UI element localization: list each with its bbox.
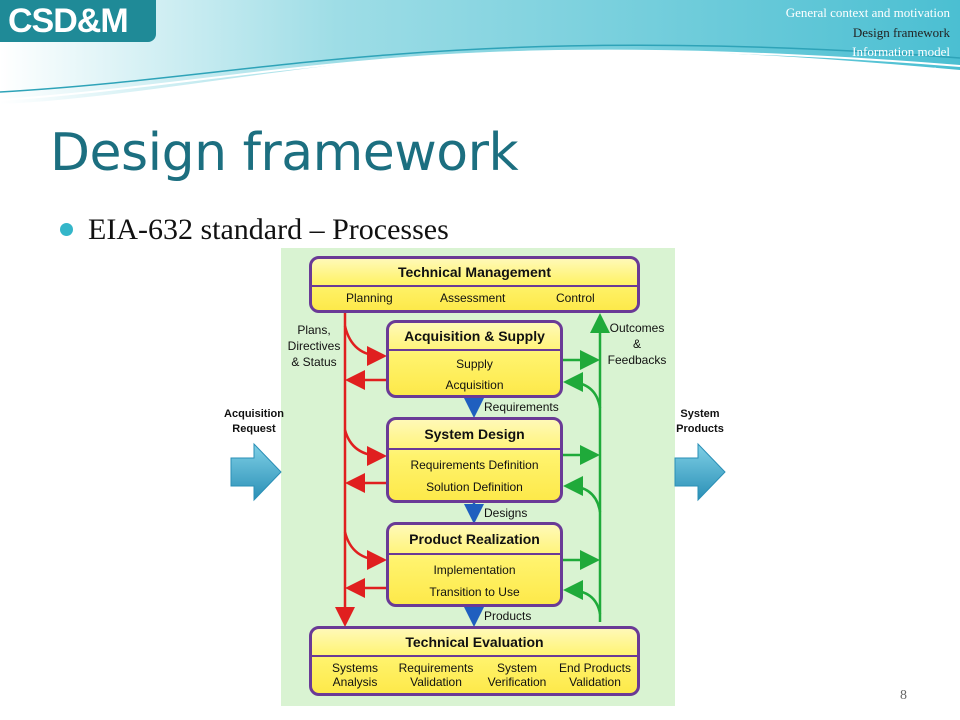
input-line1: Acquisition — [224, 408, 284, 420]
green-feedback-acq — [563, 372, 602, 409]
te-item-system-verification: System Verification — [482, 661, 552, 689]
red-arrow-pr — [343, 531, 387, 570]
acquisition-supply-title: Acquisition & Supply — [404, 328, 545, 344]
output-arrow — [674, 442, 726, 502]
tm-item-control: Control — [556, 291, 595, 305]
page-number: 8 — [900, 688, 907, 703]
technical-evaluation-title: Technical Evaluation — [405, 634, 544, 650]
box-divider — [312, 655, 637, 657]
nav-item-conclusion[interactable]: Conclusion — [890, 63, 950, 79]
flow-label-requirements: Requirements — [484, 400, 559, 414]
sd-item-requirements-definition: Requirements Definition — [410, 458, 539, 472]
box-divider — [389, 553, 560, 555]
flow-label-designs: Designs — [484, 506, 528, 520]
as-item-supply: Supply — [456, 357, 493, 371]
red-arrow-acq — [343, 325, 387, 366]
box-divider — [389, 448, 560, 450]
pr-item-transition-to-use: Transition to Use — [429, 585, 520, 599]
input-arrow — [230, 442, 282, 502]
te-item-line2: Validation — [410, 675, 462, 689]
sd-item-solution-definition: Solution Definition — [426, 480, 523, 494]
bullet-dot — [60, 223, 73, 236]
tm-item-assessment: Assessment — [440, 291, 506, 305]
plans-line3: & Status — [291, 355, 337, 369]
te-item-end-products-validation: End Products Validation — [554, 661, 636, 689]
output-line1: System — [680, 408, 720, 420]
red-arrow-sd — [343, 429, 387, 466]
output-line2: Products — [676, 423, 724, 435]
box-divider — [312, 285, 637, 287]
nav-item-information-model[interactable]: Information model — [852, 44, 950, 59]
box-divider — [389, 349, 560, 351]
te-item-line1: Systems — [331, 661, 378, 675]
plans-line1: Plans, — [297, 323, 331, 337]
bullet-text: EIA-632 standard – Processes — [88, 213, 449, 246]
topnav: General context and motivation Design fr… — [786, 3, 950, 81]
te-item-line2: Analysis — [332, 675, 378, 689]
logo-text: CSD&M — [8, 2, 129, 40]
technical-evaluation-box: Technical Evaluation Systems Analysis Re… — [309, 626, 640, 696]
slide-title: Design framework — [50, 123, 519, 183]
technical-management-title: Technical Management — [397, 264, 551, 280]
as-item-acquisition: Acquisition — [445, 378, 504, 392]
te-item-line1: End Products — [558, 661, 632, 675]
te-item-line2: Verification — [487, 675, 547, 689]
logo: CSD&M — [0, 0, 156, 42]
outcomes-line1: Outcomes — [609, 321, 665, 335]
product-realization-box: Product Realization Implementation Trans… — [386, 522, 563, 607]
acquisition-supply-box: Acquisition & Supply Supply Acquisition — [386, 320, 563, 398]
plans-directives-label: Plans, Directives & Status — [283, 322, 345, 370]
system-design-title: System Design — [424, 426, 525, 442]
te-item-systems-analysis: Systems Analysis — [320, 661, 390, 689]
input-line2: Request — [232, 423, 276, 435]
nav-item-general-context[interactable]: General context and motivation — [785, 5, 950, 20]
te-item-requirements-validation: Requirements Validation — [392, 661, 480, 689]
product-realization-title: Product Realization — [409, 531, 540, 547]
header-wave — [0, 0, 960, 104]
green-feedback-sd — [563, 476, 602, 513]
flow-label-products: Products — [484, 609, 532, 623]
system-design-box: System Design Requirements Definition So… — [386, 417, 563, 503]
pr-item-implementation: Implementation — [433, 563, 516, 577]
te-item-line2: Validation — [569, 675, 621, 689]
te-item-line1: System — [496, 661, 537, 675]
nav-item-design-framework[interactable]: Design framework — [852, 24, 950, 40]
outcomes-line3: Feedbacks — [607, 353, 667, 367]
outcomes-line2: & — [632, 337, 641, 351]
green-feedback-pr — [563, 580, 602, 615]
input-label: Acquisition Request — [216, 407, 292, 437]
tm-item-planning: Planning — [346, 291, 393, 305]
te-item-line1: Requirements — [398, 661, 474, 675]
technical-management-box: Technical Management Planning Assessment… — [309, 256, 640, 313]
outcomes-feedbacks-label: Outcomes & Feedbacks — [604, 320, 670, 368]
output-label: System Products — [668, 407, 732, 437]
slide-header: CSD&M General context and motivation Des… — [0, 0, 960, 110]
plans-line2: Directives — [287, 339, 341, 353]
